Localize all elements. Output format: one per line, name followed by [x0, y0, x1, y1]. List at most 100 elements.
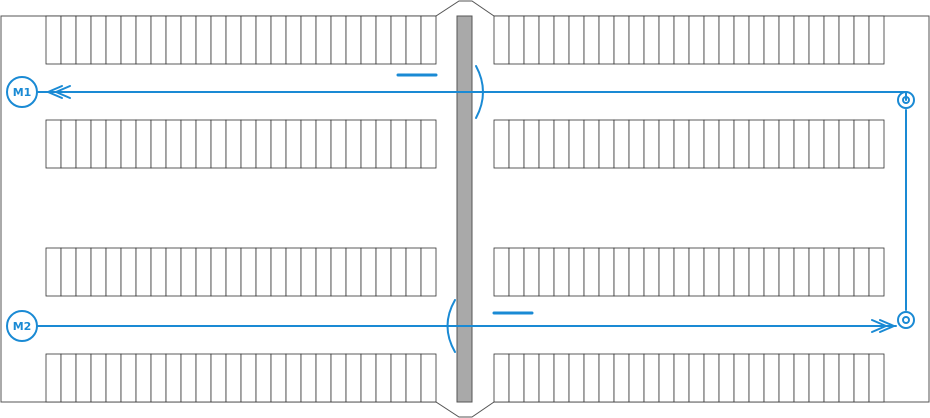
stall-row-left-3	[45, 247, 437, 297]
parking-stall	[553, 353, 570, 403]
parking-stall	[165, 15, 182, 65]
parking-stall	[75, 247, 92, 297]
parking-stall	[583, 247, 600, 297]
parking-stall	[390, 247, 407, 297]
parking-stall	[793, 119, 810, 169]
stall-row-right-4	[493, 353, 885, 403]
parking-stall	[360, 247, 377, 297]
parking-stall	[330, 119, 347, 169]
parking-stall	[643, 353, 660, 403]
parking-stall	[300, 353, 317, 403]
parking-stall	[823, 247, 840, 297]
parking-stall	[688, 15, 705, 65]
parking-stall	[493, 353, 510, 403]
parking-stall	[853, 353, 870, 403]
parking-stall	[285, 119, 302, 169]
parking-stall	[763, 247, 780, 297]
parking-stall	[868, 353, 885, 403]
parking-stall	[568, 119, 585, 169]
parking-stall	[673, 119, 690, 169]
parking-stall	[733, 353, 750, 403]
routes: M1 M2	[6, 65, 915, 353]
marker-m1-label: M1	[13, 86, 32, 99]
parking-stall	[405, 119, 422, 169]
parking-stall	[405, 353, 422, 403]
parking-stall	[45, 119, 62, 169]
marker-m2-label: M2	[13, 320, 32, 333]
parking-stall	[508, 353, 525, 403]
parking-stall	[763, 15, 780, 65]
marker-m2: M2	[6, 310, 38, 342]
parking-stall	[255, 119, 272, 169]
parking-stall	[210, 353, 227, 403]
parking-stall	[405, 15, 422, 65]
parking-stall	[105, 15, 122, 65]
parking-stall	[375, 15, 392, 65]
crossing-bracket-top	[475, 65, 484, 119]
parking-stall	[240, 15, 257, 65]
parking-stall	[420, 15, 437, 65]
parking-stall	[523, 119, 540, 169]
parking-stall	[195, 247, 212, 297]
parking-stall	[823, 353, 840, 403]
parking-stall	[75, 119, 92, 169]
parking-stall	[315, 15, 332, 65]
parking-stall	[733, 15, 750, 65]
parking-stall	[553, 119, 570, 169]
parking-stall	[493, 247, 510, 297]
parking-stall	[165, 353, 182, 403]
parking-stall	[60, 353, 77, 403]
parking-stall	[643, 119, 660, 169]
parking-stall	[270, 247, 287, 297]
parking-stall	[375, 353, 392, 403]
parking-stall	[508, 15, 525, 65]
parking-stall	[538, 119, 555, 169]
parking-stall	[270, 119, 287, 169]
parking-stall	[240, 247, 257, 297]
parking-stall	[538, 15, 555, 65]
parking-stall	[165, 119, 182, 169]
parking-stall	[360, 119, 377, 169]
parking-stall	[150, 119, 167, 169]
parking-stall	[90, 353, 107, 403]
parking-stall	[583, 15, 600, 65]
parking-stall	[808, 247, 825, 297]
parking-stall	[345, 119, 362, 169]
parking-stall	[405, 247, 422, 297]
parking-stall	[748, 15, 765, 65]
parking-stall	[375, 247, 392, 297]
parking-stall	[360, 15, 377, 65]
parking-stall	[703, 353, 720, 403]
parking-stall	[598, 15, 615, 65]
parking-stall	[823, 15, 840, 65]
parking-stall-rows	[45, 15, 885, 403]
parking-stall	[703, 247, 720, 297]
stall-row-left-1	[45, 15, 437, 65]
route-m1-chevron-end-icon	[47, 85, 71, 99]
parking-stall	[300, 247, 317, 297]
parking-stall	[598, 119, 615, 169]
parking-stall	[210, 119, 227, 169]
parking-stall	[493, 119, 510, 169]
parking-stall	[180, 119, 197, 169]
parking-stall	[568, 353, 585, 403]
parking-stall	[420, 119, 437, 169]
parking-stall	[120, 119, 137, 169]
parking-stall	[733, 247, 750, 297]
parking-stall	[658, 15, 675, 65]
parking-stall	[583, 119, 600, 169]
flow-arrow-right-icon	[492, 311, 534, 315]
parking-stall	[150, 353, 167, 403]
parking-stall	[628, 119, 645, 169]
parking-stall	[195, 15, 212, 65]
parking-stall	[360, 353, 377, 403]
parking-stall	[688, 119, 705, 169]
parking-stall	[688, 353, 705, 403]
parking-stall	[255, 247, 272, 297]
parking-stall	[105, 119, 122, 169]
parking-stall	[60, 15, 77, 65]
parking-stall	[823, 119, 840, 169]
parking-stall	[150, 247, 167, 297]
parking-stall	[748, 353, 765, 403]
parking-stall	[793, 353, 810, 403]
